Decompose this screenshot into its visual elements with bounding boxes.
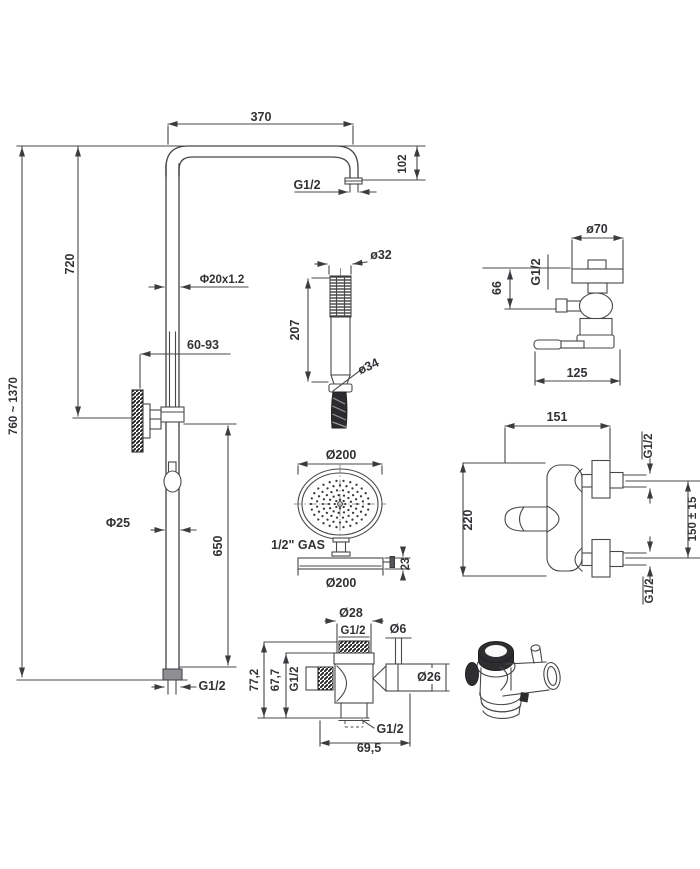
column-inlet	[162, 668, 183, 695]
dim-diverter-bottom-thread: G1/2	[376, 722, 403, 736]
cartridge-dome	[546, 505, 560, 533]
side-port-thread	[317, 666, 334, 691]
dim-top-connection-thread: G1/2	[643, 434, 655, 459]
dim-diverter-body-height: 67,7	[270, 669, 282, 691]
mixer-side-view: ø70 G1/2 66 125	[482, 222, 624, 386]
dim-total-height: 760 ~ 1370	[8, 377, 20, 435]
top-connection-flange	[591, 459, 611, 499]
mixer-handle-rod	[560, 340, 585, 349]
dim-head-thread: 1/2" GAS	[271, 538, 325, 552]
head-swivel-ball	[389, 556, 395, 568]
mixer-handle-grip	[533, 339, 563, 350]
dim-bracket-range: 60-93	[187, 338, 219, 352]
mixer-top-body	[504, 459, 624, 578]
dim-diverter-overall-height: 77,2	[249, 669, 261, 691]
dim-hose-nut-diameter: ø34	[356, 355, 381, 377]
dim-upper-height: 720	[63, 254, 77, 275]
dim-head-thickness: 23	[400, 558, 412, 571]
dim-head-face-diameter: Ø200	[326, 448, 357, 462]
hand-shower-view: ø32 207 ø34	[288, 248, 392, 429]
slider-holder	[163, 461, 182, 493]
dim-diverter-side-thread: G1/2	[289, 667, 301, 692]
dim-diverter-width: 69,5	[357, 741, 381, 755]
dim-outlet-diameter: Ø26	[417, 670, 441, 684]
dim-inlet-thread: G1/2	[198, 679, 225, 693]
handshower-cone	[330, 374, 351, 385]
bracket-knob	[131, 389, 144, 453]
diverter-3d-pin	[530, 647, 543, 664]
dim-flange-diameter: ø70	[586, 222, 608, 236]
dim-arm-drop: 102	[397, 154, 409, 173]
shower-arm	[165, 145, 363, 193]
dim-flange-to-outlet: 66	[490, 281, 504, 295]
diverter-3d-cap-top	[484, 644, 508, 658]
mixer-ball	[578, 292, 614, 320]
wall-bracket	[131, 389, 185, 453]
dim-handshower-length: 207	[288, 320, 302, 341]
diverter-3d-notch	[519, 692, 529, 703]
shower-head-view: Ø200 1/2" GAS 23 Ø200	[271, 448, 412, 590]
dim-handshower-diameter: ø32	[370, 248, 392, 262]
mixer-top-view: 151 220 G1/2 150 ± 15 G1/2	[460, 410, 700, 605]
dim-mixer-height: 220	[461, 510, 475, 531]
slider-knob	[163, 470, 182, 493]
dim-mixer-width: 151	[547, 410, 568, 424]
dim-bottom-connection-thread: G1/2	[644, 579, 656, 604]
wall-flange	[571, 268, 624, 284]
bottom-connection-flange	[591, 538, 611, 578]
head-connector	[331, 537, 351, 557]
dim-arm-width: 370	[251, 110, 272, 124]
dim-pipe-size: Φ20x1.2	[200, 274, 245, 286]
dim-mixer-depth: 125	[567, 366, 588, 380]
outlet-spout	[555, 298, 568, 313]
dim-mixer-side-thread: G1/2	[529, 258, 543, 285]
handshower-grip	[329, 275, 352, 318]
dim-connection-centers: 150 ± 15	[687, 496, 699, 541]
bracket-clamp	[160, 406, 185, 423]
mixer-top-handle	[504, 506, 548, 532]
dim-diverter-top-thread: G1/2	[341, 625, 366, 637]
diverter-3d-side-knob	[465, 662, 479, 686]
dim-lower-height: 650	[211, 536, 225, 557]
spray-nozzle-pattern	[309, 479, 371, 529]
diverter-view: Ø28 G1/2 Ø6 Ø26 77,2 67,7 G1/2 G1/2 69,5	[249, 606, 450, 755]
handshower-body	[330, 316, 351, 376]
diverter-3d-view	[465, 641, 561, 719]
column-view: 370 G1/2 102 720 760 ~ 1370 Φ20x1.2 60-9…	[8, 110, 426, 695]
head-side-view	[297, 556, 395, 576]
column-dimension-lines	[16, 121, 426, 690]
top-port-thread	[338, 640, 370, 654]
dim-diverter-top-diameter: Ø28	[339, 606, 363, 620]
dim-rail-diameter: Φ25	[106, 516, 130, 530]
dim-arm-outlet-thread: G1/2	[293, 178, 320, 192]
hose-ribs	[332, 397, 347, 428]
dim-pin-diameter: Ø6	[390, 622, 407, 636]
dim-head-diameter-bottom: Ø200	[326, 576, 357, 590]
mixer-side-body	[533, 259, 624, 350]
